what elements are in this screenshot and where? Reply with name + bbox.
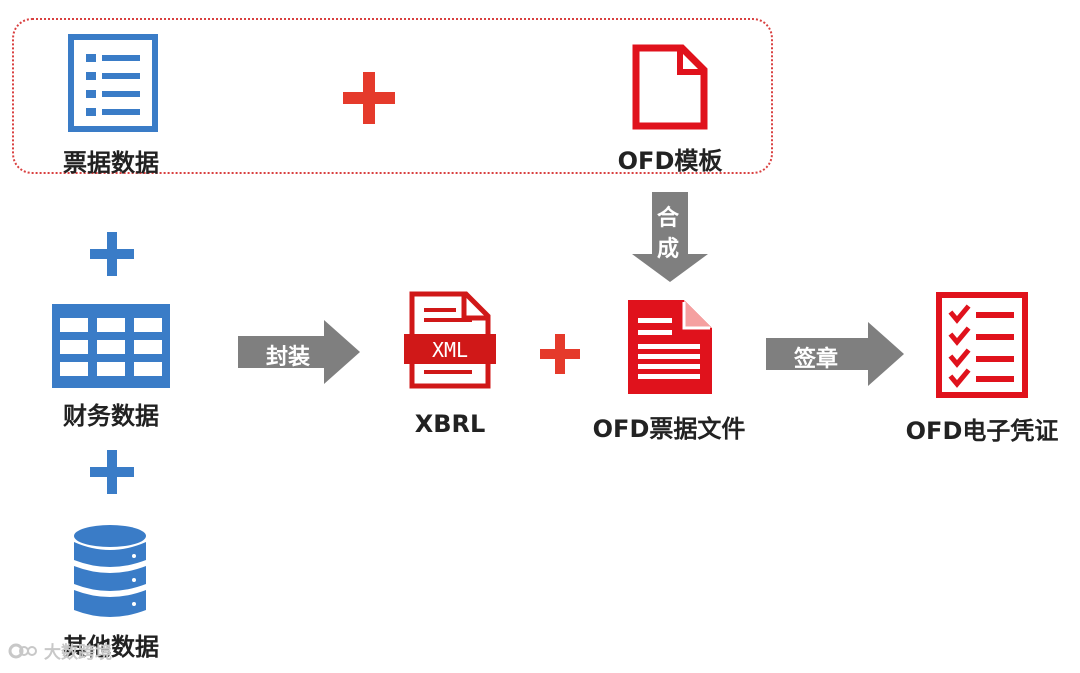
- xml-file-icon: [404, 291, 496, 389]
- ofd-voucher-label: OFD电子凭证: [905, 417, 1059, 445]
- ofd-template-label: OFD模板: [617, 147, 723, 175]
- checklist-icon: [936, 292, 1028, 398]
- database-icon: [74, 525, 146, 617]
- sign-label: 签章: [794, 347, 839, 372]
- sign-arrow: [766, 322, 904, 386]
- watermark-logo-icon: [8, 643, 37, 658]
- xml-badge-text: XML: [431, 338, 469, 362]
- merge-label-top: 合: [657, 206, 680, 231]
- template-group-box: [12, 18, 773, 174]
- xbrl-label: XBRL: [414, 410, 486, 438]
- ofd-ticket-file-label: OFD票据文件: [592, 415, 746, 443]
- plus-icon: [90, 232, 134, 276]
- package-arrow: [238, 320, 360, 384]
- finance-data-label: 财务数据: [63, 402, 159, 430]
- blank-document-icon: [632, 44, 708, 130]
- ticket-data-label: 票据数据: [63, 149, 159, 177]
- document-text-icon: [628, 300, 712, 394]
- watermark: 大数跨境: [8, 638, 112, 663]
- plus-icon: [540, 334, 580, 374]
- table-grid-icon: [52, 304, 170, 388]
- package-label: 封装: [266, 345, 311, 370]
- other-data-label: 其他数据: [63, 633, 159, 661]
- merge-label-bottom: 成: [657, 237, 680, 262]
- merge-arrow: [632, 192, 708, 282]
- plus-icon: [90, 450, 134, 494]
- list-document-icon: [68, 34, 158, 132]
- watermark-text: 大数跨境: [44, 643, 112, 663]
- plus-icon: [343, 72, 395, 124]
